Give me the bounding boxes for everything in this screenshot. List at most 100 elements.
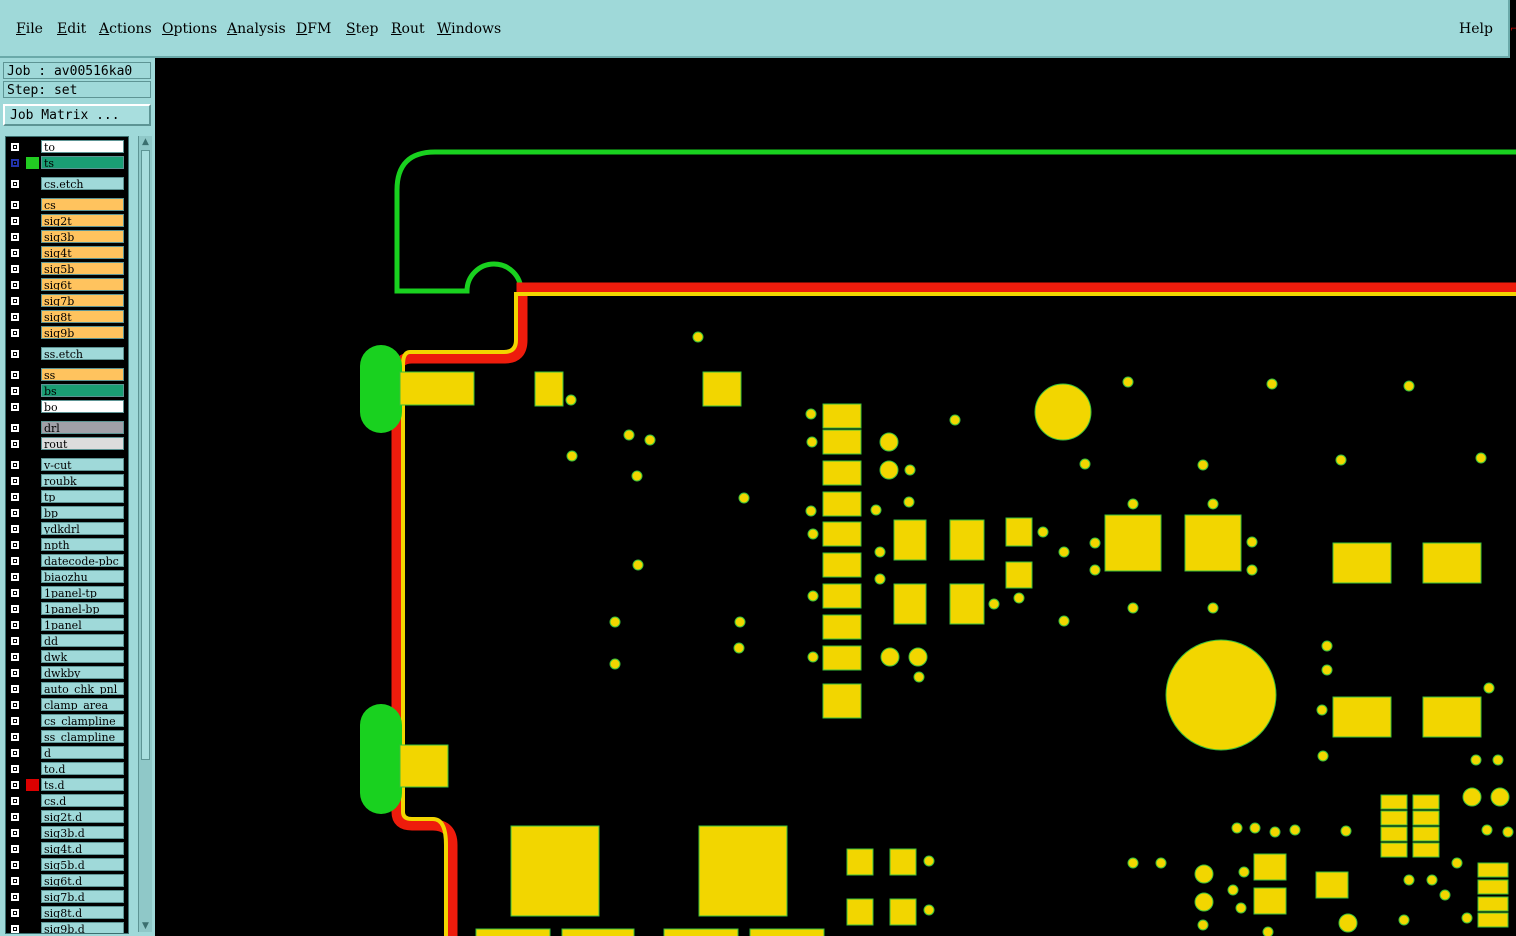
job-matrix-button[interactable]: Job Matrix ... [3,104,151,126]
layer-visibility-checkbox[interactable] [10,796,20,806]
layer-row-sig9b[interactable]: sig9b [6,326,128,340]
layer-visibility-checkbox[interactable] [10,668,20,678]
layer-name[interactable]: npth [41,538,124,551]
layer-name[interactable]: rout [41,437,124,450]
layer-visibility-checkbox[interactable] [10,439,20,449]
layer-row-sig3b-d[interactable]: sig3b.d [6,826,128,840]
layer-visibility-checkbox[interactable] [10,828,20,838]
layer-visibility-checkbox[interactable] [10,264,20,274]
layer-visibility-checkbox[interactable] [10,328,20,338]
menu-dfm[interactable]: DFM [296,21,331,37]
layer-visibility-checkbox[interactable] [10,812,20,822]
layer-visibility-checkbox[interactable] [10,492,20,502]
layer-name[interactable]: bo [41,400,124,413]
layer-visibility-checkbox[interactable] [10,716,20,726]
layer-name[interactable]: biaozhu [41,570,124,583]
layer-name[interactable]: sig6t.d [41,874,124,887]
layer-name[interactable]: drl [41,421,124,434]
layer-row-bs[interactable]: bs [6,384,128,398]
layer-row-drl[interactable]: drl [6,421,128,435]
layer-row-npth[interactable]: npth [6,538,128,552]
menu-file[interactable]: File [16,21,43,37]
layer-name[interactable]: sig4t.d [41,842,124,855]
graphics-canvas[interactable] [157,58,1516,936]
layer-name[interactable]: dwk [41,650,124,663]
menu-options[interactable]: Options [162,21,217,37]
layer-visibility-checkbox[interactable] [10,460,20,470]
layer-row-cs-etch[interactable]: cs.etch [6,177,128,191]
layer-name[interactable]: sig5b [41,262,124,275]
layer-row-dwk[interactable]: dwk [6,650,128,664]
layer-visibility-checkbox[interactable] [10,572,20,582]
layer-name[interactable]: sig8t.d [41,906,124,919]
layer-name[interactable]: sig9b.d [41,922,124,933]
layer-name[interactable]: auto_chk_pnl [41,682,124,695]
layer-visibility-checkbox[interactable] [10,158,20,168]
layer-visibility-checkbox[interactable] [10,860,20,870]
layer-row-ss-clampline[interactable]: ss_clampline [6,730,128,744]
layer-name[interactable]: clamp_area [41,698,124,711]
layer-name[interactable]: bp [41,506,124,519]
layer-name[interactable]: cs.etch [41,177,124,190]
layer-row-dwkby[interactable]: dwkby [6,666,128,680]
layer-name[interactable]: 1panel [41,618,124,631]
layer-name[interactable]: tp [41,490,124,503]
layer-name[interactable]: sig9b [41,326,124,339]
layer-name[interactable]: sig5b.d [41,858,124,871]
layer-name[interactable]: ss [41,368,124,381]
layer-row-d[interactable]: d [6,746,128,760]
layer-visibility-checkbox[interactable] [10,248,20,258]
layer-name[interactable]: to.d [41,762,124,775]
scrollbar-thumb[interactable] [141,150,150,760]
layer-visibility-checkbox[interactable] [10,280,20,290]
layer-visibility-checkbox[interactable] [10,908,20,918]
layer-name[interactable]: sig8t [41,310,124,323]
layer-name[interactable]: to [41,140,124,153]
layer-visibility-checkbox[interactable] [10,312,20,322]
layer-visibility-checkbox[interactable] [10,524,20,534]
layer-row-roubk[interactable]: roubk [6,474,128,488]
layer-row-cs-clampline[interactable]: cs_clampline [6,714,128,728]
layer-name[interactable]: cs_clampline [41,714,124,727]
menu-help[interactable]: Help [1459,21,1493,37]
layer-visibility-checkbox[interactable] [10,892,20,902]
layer-visibility-checkbox[interactable] [10,764,20,774]
layer-name[interactable]: sig7b [41,294,124,307]
layer-visibility-checkbox[interactable] [10,588,20,598]
layer-visibility-checkbox[interactable] [10,423,20,433]
layer-row-sig2t[interactable]: sig2t [6,214,128,228]
layer-row-bo[interactable]: bo [6,400,128,414]
layer-name[interactable]: sig2t [41,214,124,227]
menu-rout[interactable]: Rout [391,21,425,37]
layer-visibility-checkbox[interactable] [10,732,20,742]
layer-visibility-checkbox[interactable] [10,540,20,550]
layer-row-ss[interactable]: ss [6,368,128,382]
layer-row-dd[interactable]: dd [6,634,128,648]
layer-name[interactable]: bs [41,384,124,397]
menu-edit[interactable]: Edit [57,21,86,37]
layer-visibility-checkbox[interactable] [10,200,20,210]
layer-name[interactable]: ts.d [41,778,124,791]
layer-visibility-checkbox[interactable] [10,556,20,566]
layer-visibility-checkbox[interactable] [10,142,20,152]
layer-name[interactable]: ts [41,156,124,169]
layer-row-1panel-bp[interactable]: 1panel-bp [6,602,128,616]
layer-visibility-checkbox[interactable] [10,876,20,886]
layer-name[interactable]: ss.etch [41,347,124,360]
layer-row-clamp-area[interactable]: clamp_area [6,698,128,712]
layer-visibility-checkbox[interactable] [10,296,20,306]
layer-row-to[interactable]: to [6,140,128,154]
layer-row-v-cut[interactable]: v-cut [6,458,128,472]
layer-name[interactable]: roubk [41,474,124,487]
layer-name[interactable]: sig3b [41,230,124,243]
layer-row-tp[interactable]: tp [6,490,128,504]
layer-row-sig8t-d[interactable]: sig8t.d [6,906,128,920]
layer-row-cs-d[interactable]: cs.d [6,794,128,808]
layer-name[interactable]: sig7b.d [41,890,124,903]
layer-row-bp[interactable]: bp [6,506,128,520]
layer-name[interactable]: dwkby [41,666,124,679]
layer-visibility-checkbox[interactable] [10,700,20,710]
layer-row-1panel-tp[interactable]: 1panel-tp [6,586,128,600]
layer-row-sig4t[interactable]: sig4t [6,246,128,260]
layer-name[interactable]: datecode-pbc [41,554,124,567]
